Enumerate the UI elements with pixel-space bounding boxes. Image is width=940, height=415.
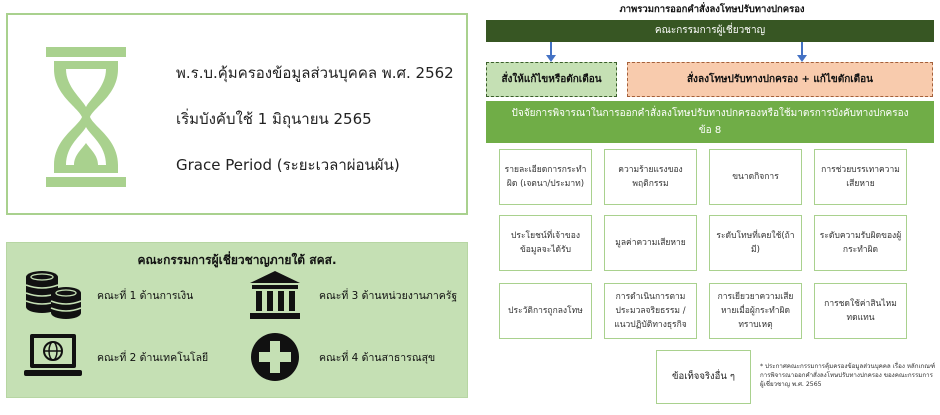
committee-member-label: คณะที่ 1 ด้านการเงิน — [97, 289, 194, 302]
committee-panel-title: คณะกรรมการผู้เชี่ยวชาญภายใต้ สคส. — [137, 253, 337, 267]
laptop-globe-icon — [24, 334, 82, 376]
footnote: * ประกาศคณะกรรมการคุ้มครองข้อมูลส่วนบุคค… — [760, 363, 936, 388]
administrative-fine-box: สั่งลงโทษปรับทางปกครอง + แก้ไขตักเตือน — [627, 62, 933, 97]
committee-member-technology: คณะที่ 2 ด้านเทคโนโลยี — [21, 331, 208, 383]
committee-member-label: คณะที่ 4 ด้านสาธารณสุข — [319, 351, 436, 364]
consideration-factors-bar: ปัจจัยการพิจารณาในการออกคำสั่งลงโทษปรับท… — [486, 101, 934, 143]
factors-clause: ข้อ 8 — [698, 125, 722, 136]
factor-box: ระดับความรับผิดของผู้กระทำผิด — [814, 215, 907, 271]
factor-box: รายละเอียดการกระทำผิด (เจตนา/ประมาท) — [499, 149, 592, 205]
expert-committee-panel: คณะกรรมการผู้เชี่ยวชาญภายใต้ สคส. — [6, 242, 468, 398]
factor-box: การชดใช้ค่าสินไหมทดแทน — [814, 283, 907, 339]
factor-box: การเยียวยาความเสียหายเมื่อผู้กระทำผิดทรา… — [709, 283, 802, 339]
diagram-title: ภาพรวมการออกคำสั่งลงโทษปรับทางปกครอง — [619, 4, 805, 15]
committee-member-health: คณะที่ 4 ด้านสาธารณสุข — [243, 331, 435, 383]
arrow-down-icon — [546, 42, 556, 62]
effective-date: เริ่มบังคับใช้ 1 มิถุนายน 2565 — [176, 110, 372, 128]
committee-member-label: คณะที่ 2 ด้านเทคโนโลยี — [97, 351, 209, 364]
hourglass-icon — [46, 47, 126, 187]
factor-box: ระดับโทษที่เคยใช้(ถ้ามี) — [709, 215, 802, 271]
committee-member-government: คณะที่ 3 ด้านหน่วยงานภาครัฐ — [243, 269, 457, 321]
law-info-panel: พ.ร.บ.คุ้มครองข้อมูลส่วนบุคคล พ.ศ. 2562 … — [6, 13, 468, 215]
coins-icon — [25, 271, 82, 319]
other-facts-box: ข้อเท็จจริงอื่น ๆ — [656, 350, 751, 404]
factor-box: มูลค่าความเสียหาย — [604, 215, 697, 271]
factor-box: ขนาดกิจการ — [709, 149, 802, 205]
factors-heading: ปัจจัยการพิจารณาในการออกคำสั่งลงโทษปรับท… — [511, 108, 909, 119]
grace-period: Grace Period (ระยะเวลาผ่อนผัน) — [176, 156, 400, 174]
order-correct-warn-box: สั่งให้แก้ไขหรือตักเตือน — [486, 62, 617, 97]
expert-committee-bar: คณะกรรมการผู้เชี่ยวชาญ — [486, 20, 934, 42]
factor-box: ประโยชน์ที่เจ้าของข้อมูลจะได้รับ — [499, 215, 592, 271]
factor-box: การดำเนินการตามประมวลจริยธรรม / แนวปฏิบั… — [604, 283, 697, 339]
medical-cross-icon — [251, 333, 299, 381]
government-building-icon — [250, 271, 300, 319]
committee-member-finance: คณะที่ 1 ด้านการเงิน — [21, 269, 193, 321]
committee-member-label: คณะที่ 3 ด้านหน่วยงานภาครัฐ — [319, 289, 458, 302]
factor-box: ความร้ายแรงของพฤติกรรม — [604, 149, 697, 205]
factor-box: ประวัติการถูกลงโทษ — [499, 283, 592, 339]
law-title: พ.ร.บ.คุ้มครองข้อมูลส่วนบุคคล พ.ศ. 2562 — [176, 64, 454, 82]
factor-box: การช่วยบรรเทาความเสียหาย — [814, 149, 907, 205]
arrow-down-icon — [797, 42, 807, 62]
